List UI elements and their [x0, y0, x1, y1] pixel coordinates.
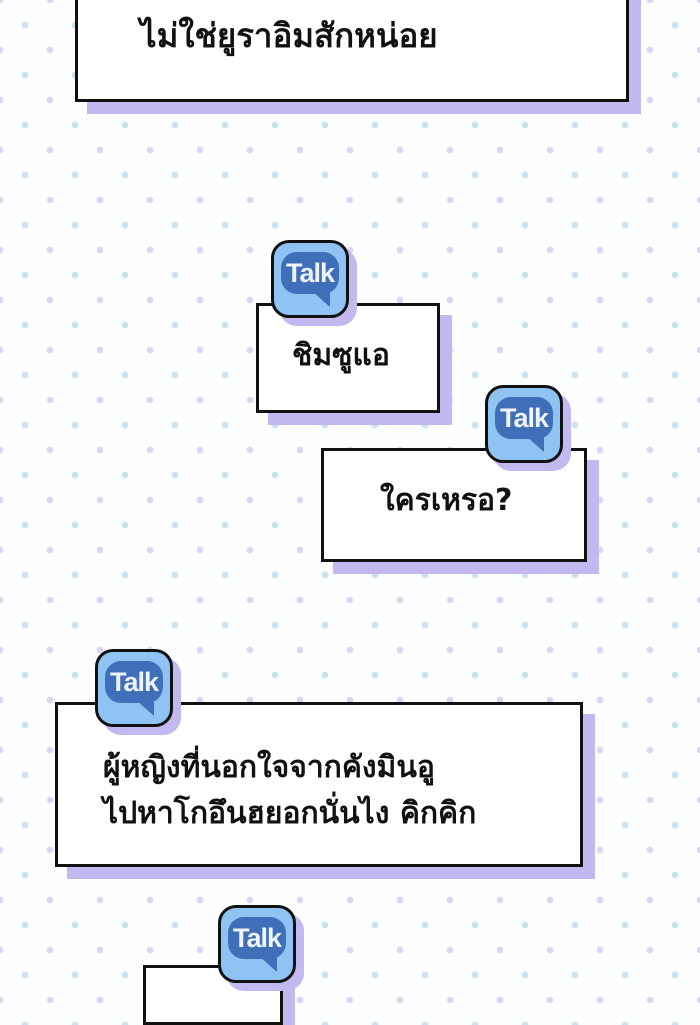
talk-icon: Talk [95, 649, 173, 727]
dialogue-text-4-line-2: ไปหาโกอึนฮยอกนั่นไง คิกคิก [103, 796, 477, 831]
dialogue-box-3 [321, 448, 587, 562]
talk-icon: Talk [271, 240, 349, 318]
dialogue-text-2: ชิมซูแอ [292, 338, 390, 373]
talk-icon: Talk [485, 385, 563, 463]
dialogue-box-2 [256, 303, 440, 413]
talk-icon: Talk [218, 905, 296, 983]
dialogue-box-4 [55, 702, 583, 867]
dialogue-text-3: ใครเหรอ? [380, 483, 513, 518]
dialogue-text-1: ไม่ใช่ยูราอิมสักหน่อย [140, 16, 438, 55]
dialogue-box-1 [75, 0, 629, 102]
dialogue-text-4-line-1: ผู้หญิงที่นอกใจจากคังมินอู [103, 750, 435, 785]
